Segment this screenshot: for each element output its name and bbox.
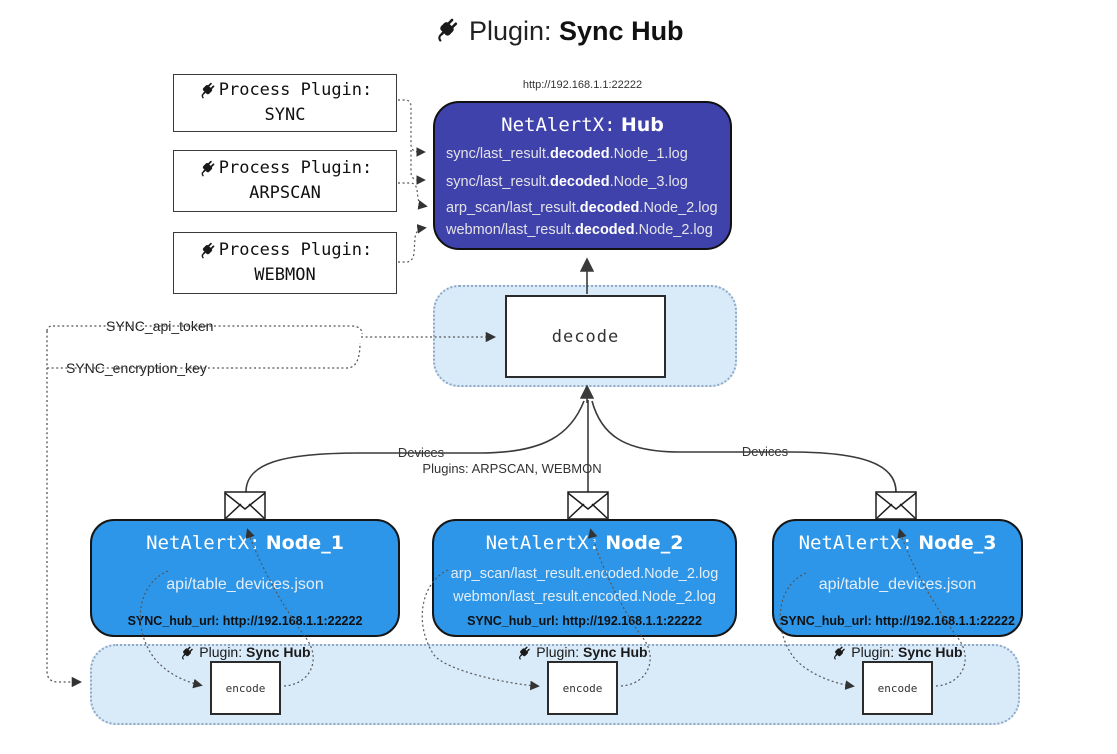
edge-label-devices-left: Devices bbox=[394, 445, 448, 460]
plug-icon bbox=[198, 241, 217, 260]
encode-box: encode bbox=[547, 661, 618, 715]
hub-log-row: sync/last_result.decoded.Node_3.log bbox=[446, 174, 688, 190]
decode-box: decode bbox=[505, 295, 666, 378]
hub-title: NetAlertX: Hub bbox=[435, 114, 730, 137]
encode-plugin-label: Plugin: Sync Hub bbox=[155, 644, 335, 661]
hub-box: NetAlertX: Hub sync/last_result.decoded.… bbox=[433, 101, 732, 250]
process-plugin-name: ARPSCAN bbox=[249, 183, 321, 203]
encode-plugin-label: Plugin: Sync Hub bbox=[807, 644, 987, 661]
process-plugin-label: Process Plugin: bbox=[218, 240, 373, 261]
node-title: NetAlertX: Node_3 bbox=[798, 532, 997, 554]
sync-encryption-key-label: SYNC_encryption_key bbox=[64, 360, 209, 376]
node-box-node-1: NetAlertX: Node_1 api/table_devices.json… bbox=[90, 519, 400, 637]
process-plugin-box-arpscan: Process Plugin: ARPSCAN bbox=[173, 150, 397, 212]
node-box-node-2: NetAlertX: Node_2 arp_scan/last_result.e… bbox=[432, 519, 737, 637]
node-hub-url: SYNC_hub_url: http://192.168.1.1:22222 bbox=[780, 614, 1015, 628]
page-title: Plugin: Sync Hub bbox=[0, 16, 1117, 47]
node-file: api/table_devices.json bbox=[166, 576, 324, 593]
plug-icon bbox=[179, 645, 195, 661]
process-plugin-name: WEBMON bbox=[254, 265, 316, 285]
hub-log-row: webmon/last_result.decoded.Node_2.log bbox=[446, 222, 713, 238]
page-title-prefix: Plugin: bbox=[468, 16, 552, 46]
hub-log-row: arp_scan/last_result.decoded.Node_2.log bbox=[446, 200, 718, 216]
hub-url-label: http://192.168.1.1:22222 bbox=[522, 79, 643, 91]
node-hub-url: SYNC_hub_url: http://192.168.1.1:22222 bbox=[127, 614, 363, 628]
hub-title-prefix: NetAlertX: bbox=[501, 114, 616, 136]
process-plugin-label: Process Plugin: bbox=[218, 158, 373, 179]
plugin-to-hub-links bbox=[398, 99, 428, 263]
node-file: arp_scan/last_result.encoded.Node_2.log bbox=[450, 566, 719, 582]
page-title-name: Sync Hub bbox=[559, 16, 684, 46]
envelope-icon bbox=[567, 491, 609, 520]
encode-box: encode bbox=[210, 661, 281, 715]
edge-label-plugins: Plugins: ARPSCAN, WEBMON bbox=[419, 461, 605, 476]
plug-icon bbox=[198, 81, 217, 100]
encode-box: encode bbox=[862, 661, 933, 715]
plug-icon bbox=[433, 16, 461, 44]
node-hub-url: SYNC_hub_url: http://192.168.1.1:22222 bbox=[467, 614, 702, 628]
edge-label-devices-right: Devices bbox=[738, 444, 792, 459]
process-plugin-box-sync: Process Plugin: SYNC bbox=[173, 74, 397, 132]
sync-api-token-label: SYNC_api_token bbox=[104, 318, 216, 334]
node-file: api/table_devices.json bbox=[818, 576, 977, 593]
plug-icon bbox=[831, 645, 847, 661]
node-box-node-3: NetAlertX: Node_3 api/table_devices.json… bbox=[772, 519, 1023, 637]
message-envelope-icons bbox=[224, 491, 917, 520]
envelope-icon bbox=[875, 491, 917, 520]
process-plugin-box-webmon: Process Plugin: WEBMON bbox=[173, 232, 397, 294]
node-file: webmon/last_result.encoded.Node_2.log bbox=[453, 589, 716, 605]
plug-icon bbox=[516, 645, 532, 661]
node-title: NetAlertX: Node_2 bbox=[485, 532, 684, 554]
node-title: NetAlertX: Node_1 bbox=[146, 532, 344, 554]
envelope-icon bbox=[224, 491, 266, 520]
plug-icon bbox=[198, 159, 217, 178]
hub-title-name: Hub bbox=[620, 114, 664, 136]
process-plugin-label: Process Plugin: bbox=[218, 80, 373, 101]
hub-log-row: sync/last_result.decoded.Node_1.log bbox=[446, 146, 688, 162]
encode-plugin-label: Plugin: Sync Hub bbox=[492, 644, 672, 661]
process-plugin-name: SYNC bbox=[264, 105, 306, 125]
